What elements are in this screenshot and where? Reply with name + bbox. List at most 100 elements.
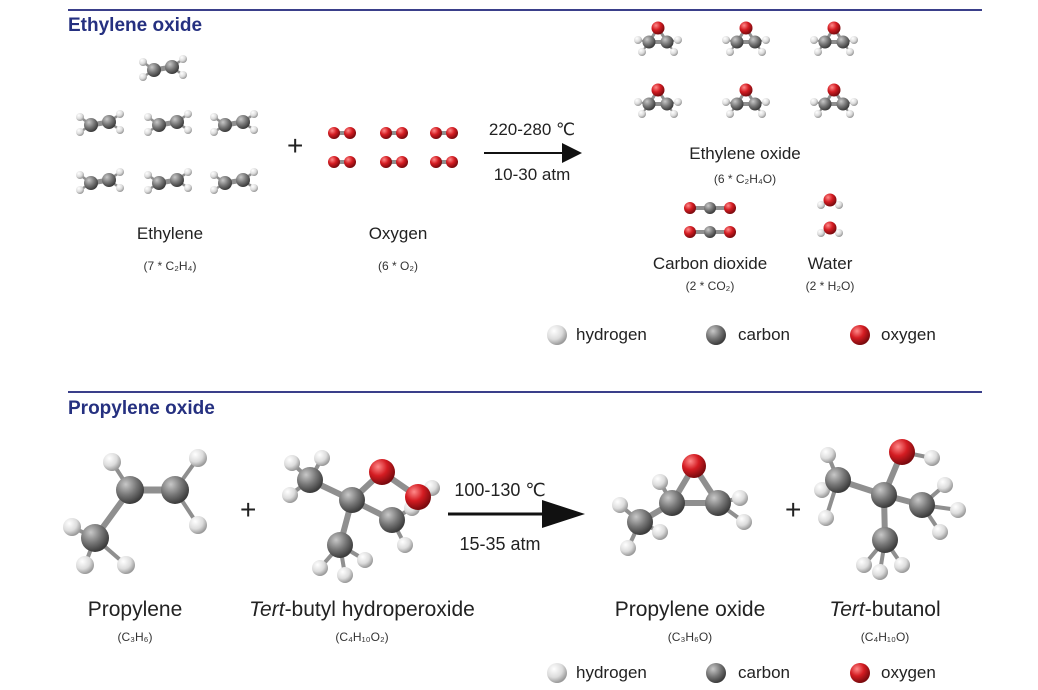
carbon-atom <box>706 325 726 345</box>
ethylene-molecule <box>210 110 258 136</box>
oxygen-atom <box>405 484 431 510</box>
water-molecule <box>817 221 843 237</box>
hydrogen-atom <box>732 490 748 506</box>
carbon-atom <box>704 202 716 214</box>
carbon-atom <box>909 492 935 518</box>
hydrogen-atom <box>856 557 872 573</box>
hydrogen-atom <box>835 201 843 209</box>
ethylene-molecule <box>144 168 192 194</box>
carbon-atom <box>704 226 716 238</box>
condition-temperature-1: 220-280 ℃ <box>488 120 576 139</box>
legend-carbon-marker <box>706 663 726 683</box>
carbon-atom <box>170 115 184 129</box>
oxygen-atom <box>380 127 392 139</box>
ethylene-molecule <box>144 110 192 136</box>
hydrogen-atom <box>726 48 734 56</box>
ethylene-molecule <box>210 168 258 194</box>
section-title-ethylene-oxide: Ethylene oxide <box>68 15 203 36</box>
section-divider <box>68 9 982 11</box>
oxygen-atom <box>380 156 392 168</box>
hydrogen-atom <box>397 537 413 553</box>
carbon-atom <box>660 97 674 111</box>
ethylene-oxide-molecule <box>634 83 682 118</box>
hydrogen-atom <box>76 556 94 574</box>
carbon-atom <box>730 97 744 111</box>
reactant-name-tert-butyl-hydroperoxide: Tert-butyl hydroperoxide <box>222 598 502 622</box>
product-formula-water: (2 * H₂O) <box>805 279 855 293</box>
reaction-arrow-2 <box>542 500 585 528</box>
ethylene-oxide-molecule <box>810 21 858 56</box>
reactant-formula-ethylene: (7 * C₂H₄) <box>143 259 197 273</box>
hydrogen-atom <box>337 567 353 583</box>
hydrogen-atom <box>76 186 84 194</box>
oxygen-atom <box>739 21 753 35</box>
oxygen-molecule <box>328 127 356 139</box>
product-name-ethylene-oxide: Ethylene oxide <box>689 144 801 163</box>
legend-oxygen-label: oxygen <box>881 663 936 682</box>
hydrogen-atom <box>638 48 646 56</box>
ethylene-oxide-molecule <box>722 83 770 118</box>
carbon-atom <box>339 487 365 513</box>
oxygen-atom <box>827 21 841 35</box>
hydrogen-atom <box>210 113 218 121</box>
hydrogen-atom <box>814 110 822 118</box>
carbon-atom <box>236 173 250 187</box>
hydrogen-atom <box>620 540 636 556</box>
oxygen-atom <box>684 226 696 238</box>
carbon-dioxide-molecule <box>684 202 736 214</box>
hydrogen-atom <box>116 126 124 134</box>
carbon-atom <box>748 97 762 111</box>
carbon-atom <box>147 63 161 77</box>
carbon-atom <box>327 532 353 558</box>
hydrogen-atom <box>250 126 258 134</box>
carbon-atom <box>170 173 184 187</box>
hydrogen-atom <box>762 36 770 44</box>
legend-hydrogen-marker <box>547 325 567 345</box>
legend-hydrogen-marker <box>547 663 567 683</box>
carbon-atom <box>84 118 98 132</box>
carbon-atom <box>236 115 250 129</box>
product-formula-propylene-oxide: (C₃H₆O) <box>667 630 713 644</box>
hydrogen-atom <box>817 229 825 237</box>
carbon-atom <box>152 176 166 190</box>
carbon-atom <box>297 467 323 493</box>
oxygen-atom <box>396 156 408 168</box>
oxygen-atom <box>446 156 458 168</box>
carbon-atom <box>818 97 832 111</box>
hydrogen-atom <box>722 98 730 106</box>
hydrogen-atom <box>357 552 373 568</box>
oxygen-atom <box>823 193 837 207</box>
carbon-atom <box>116 476 144 504</box>
hydrogen-atom <box>674 98 682 106</box>
hydrogen-atom <box>846 110 854 118</box>
reactant-formula-propylene: (C₃H₆) <box>117 630 153 644</box>
reactant-name-propylene: Propylene <box>87 598 183 621</box>
product-name-tert-butanol: Tert-butanol <box>800 598 970 622</box>
carbon-atom <box>152 118 166 132</box>
hydrogen-atom <box>850 98 858 106</box>
carbon-atom <box>102 173 116 187</box>
hydrogen-atom <box>817 201 825 209</box>
carbon-atom <box>642 35 656 49</box>
hydrogen-atom <box>638 110 646 118</box>
carbon-atom <box>627 509 653 535</box>
hydrogen-atom <box>762 98 770 106</box>
oxygen-molecule <box>380 156 408 168</box>
carbon-atom <box>81 524 109 552</box>
hydrogen-atom <box>810 36 818 44</box>
carbon-atom <box>165 60 179 74</box>
oxygen-atom <box>328 156 340 168</box>
carbon-atom <box>872 527 898 553</box>
plus-sign: + <box>287 130 304 161</box>
hydrogen-atom <box>250 110 258 118</box>
ethylene-molecule <box>76 110 124 136</box>
hydrogen-atom <box>634 36 642 44</box>
hydrogen-atom <box>63 518 81 536</box>
ethylene-oxide-molecule <box>634 21 682 56</box>
propylene-molecule <box>63 449 207 574</box>
reactant-formula-tert-butyl-hydroperoxide: (C₄H₁₀O₂) <box>335 630 389 644</box>
hydrogen-atom <box>924 450 940 466</box>
hydrogen-atom <box>184 110 192 118</box>
condition-pressure-2: 15-35 atm <box>459 534 541 554</box>
product-name-water: Water <box>807 254 853 273</box>
